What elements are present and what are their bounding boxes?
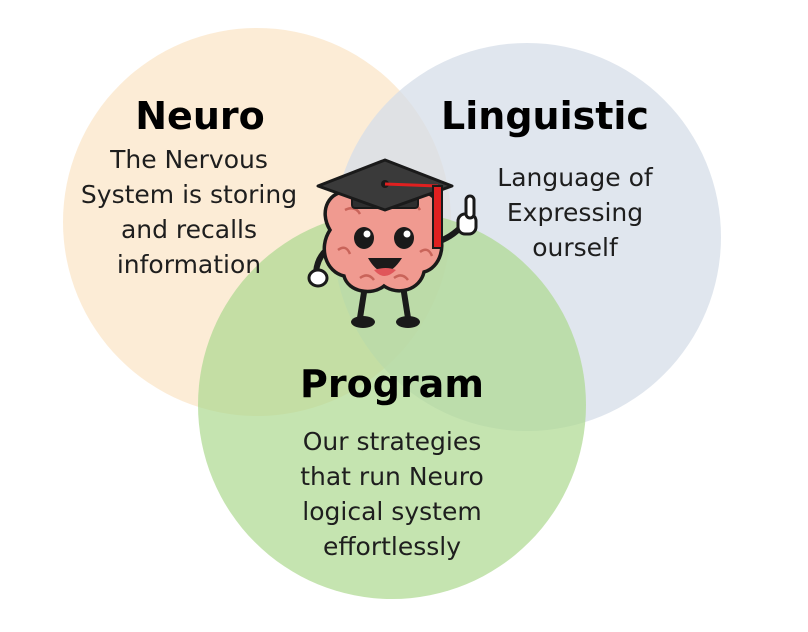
program-description: Our strategies that run Neuro logical sy… — [270, 424, 514, 564]
neuro-desc-line: System is storing — [80, 180, 298, 209]
program-desc-line: logical system — [302, 497, 482, 526]
graduate-brain-mascot-icon — [307, 158, 478, 328]
linguistic-title: Linguistic — [441, 94, 649, 138]
neuro-desc-line: The Nervous — [110, 145, 268, 174]
linguistic-desc-line: Language of — [497, 163, 653, 192]
neuro-description: The Nervous System is storing and recall… — [58, 142, 320, 282]
neuro-desc-line: information — [116, 250, 262, 279]
linguistic-desc-line: Expressing — [506, 198, 644, 227]
circle-program — [198, 211, 586, 599]
program-desc-line: that run Neuro — [300, 462, 484, 491]
neuro-title: Neuro — [135, 94, 265, 138]
linguistic-desc-line: ourself — [532, 233, 618, 262]
program-desc-line: Our strategies — [302, 427, 482, 456]
program-title: Program — [300, 362, 484, 406]
linguistic-description: Language of Expressing ourself — [470, 160, 680, 265]
neuro-desc-line: and recalls — [120, 215, 258, 244]
program-desc-line: effortlessly — [322, 532, 462, 561]
